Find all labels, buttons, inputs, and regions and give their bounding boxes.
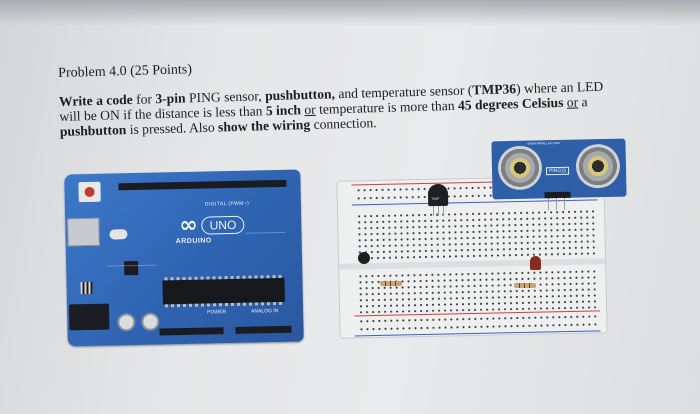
usb-chip <box>124 260 139 276</box>
tmp36-temperature-sensor <box>427 183 449 207</box>
power-header <box>159 327 224 336</box>
analog-header <box>235 325 292 334</box>
problem-text-segment: show the wiring <box>217 116 311 135</box>
power-label: POWER <box>207 309 227 316</box>
ping-ultrasonic-sensor: WWW.PARALLAX.COM PING))) <box>491 138 627 200</box>
led <box>530 256 541 270</box>
problem-text-segment: or <box>566 94 579 110</box>
arduino-infinity-logo-icon: ∞ <box>179 212 198 239</box>
problem-statement: Problem 4.0 (25 Points) Write a code for… <box>58 50 620 139</box>
capacitor <box>141 312 160 331</box>
analog-label: ANALOG IN <box>251 308 279 315</box>
problem-text-segment: for <box>132 91 156 107</box>
power-jack <box>68 303 110 331</box>
sensor-leg <box>556 196 557 210</box>
oscillator <box>109 229 128 240</box>
terminal-strip-top <box>356 208 596 262</box>
ping-url: WWW.PARALLAX.COM <box>527 140 560 146</box>
arduino-logo: ∞ UNO <box>179 212 245 239</box>
sensor-leg <box>548 196 549 210</box>
problem-text-segment: 3-pin <box>155 90 186 107</box>
icsp-header <box>80 281 93 295</box>
problem-text-segment: is pressed. Also <box>126 119 219 138</box>
resistor <box>380 281 402 286</box>
atmega-chip <box>162 277 285 305</box>
pushbutton <box>358 252 370 264</box>
ping-label: PING))) <box>545 166 570 176</box>
digital-label: DIGITAL (PWM~) <box>204 200 250 208</box>
board-trace <box>245 231 286 234</box>
terminal-strip-bottom <box>357 268 597 314</box>
capacitor <box>117 313 136 332</box>
problem-text-segment: 45 degrees Celsius <box>457 94 564 113</box>
arduino-brand: ARDUINO <box>175 237 212 246</box>
problem-text-segment: TMP36 <box>472 81 517 98</box>
usb-port <box>67 217 100 247</box>
resistor <box>514 283 536 288</box>
sensor-leg <box>564 196 565 210</box>
page-shadow <box>0 0 700 26</box>
problem-text-segment: a <box>577 94 588 110</box>
problem-text-segment: pushbutton <box>59 122 127 139</box>
ultrasonic-transducer <box>575 143 621 189</box>
sensor-leg <box>433 204 434 216</box>
problem-text-segment: 5 inch <box>265 102 302 119</box>
problem-text-segment: connection. <box>309 115 377 132</box>
reset-button <box>78 181 101 203</box>
sensor-leg <box>443 204 444 216</box>
sensor-leg <box>438 204 439 216</box>
breadboard <box>336 175 608 339</box>
problem-text-segment: or <box>304 101 316 118</box>
digital-header <box>118 179 287 191</box>
ping-pin-header <box>544 191 571 199</box>
problem-text-segment: temperature is more than <box>315 97 459 117</box>
uno-badge: UNO <box>201 215 245 235</box>
ultrasonic-transducer <box>497 145 543 191</box>
tmp-label: TMP <box>431 196 440 201</box>
arduino-uno-board: DIGITAL (PWM~) ∞ UNO ARDUINO POWER ANALO… <box>64 169 304 347</box>
